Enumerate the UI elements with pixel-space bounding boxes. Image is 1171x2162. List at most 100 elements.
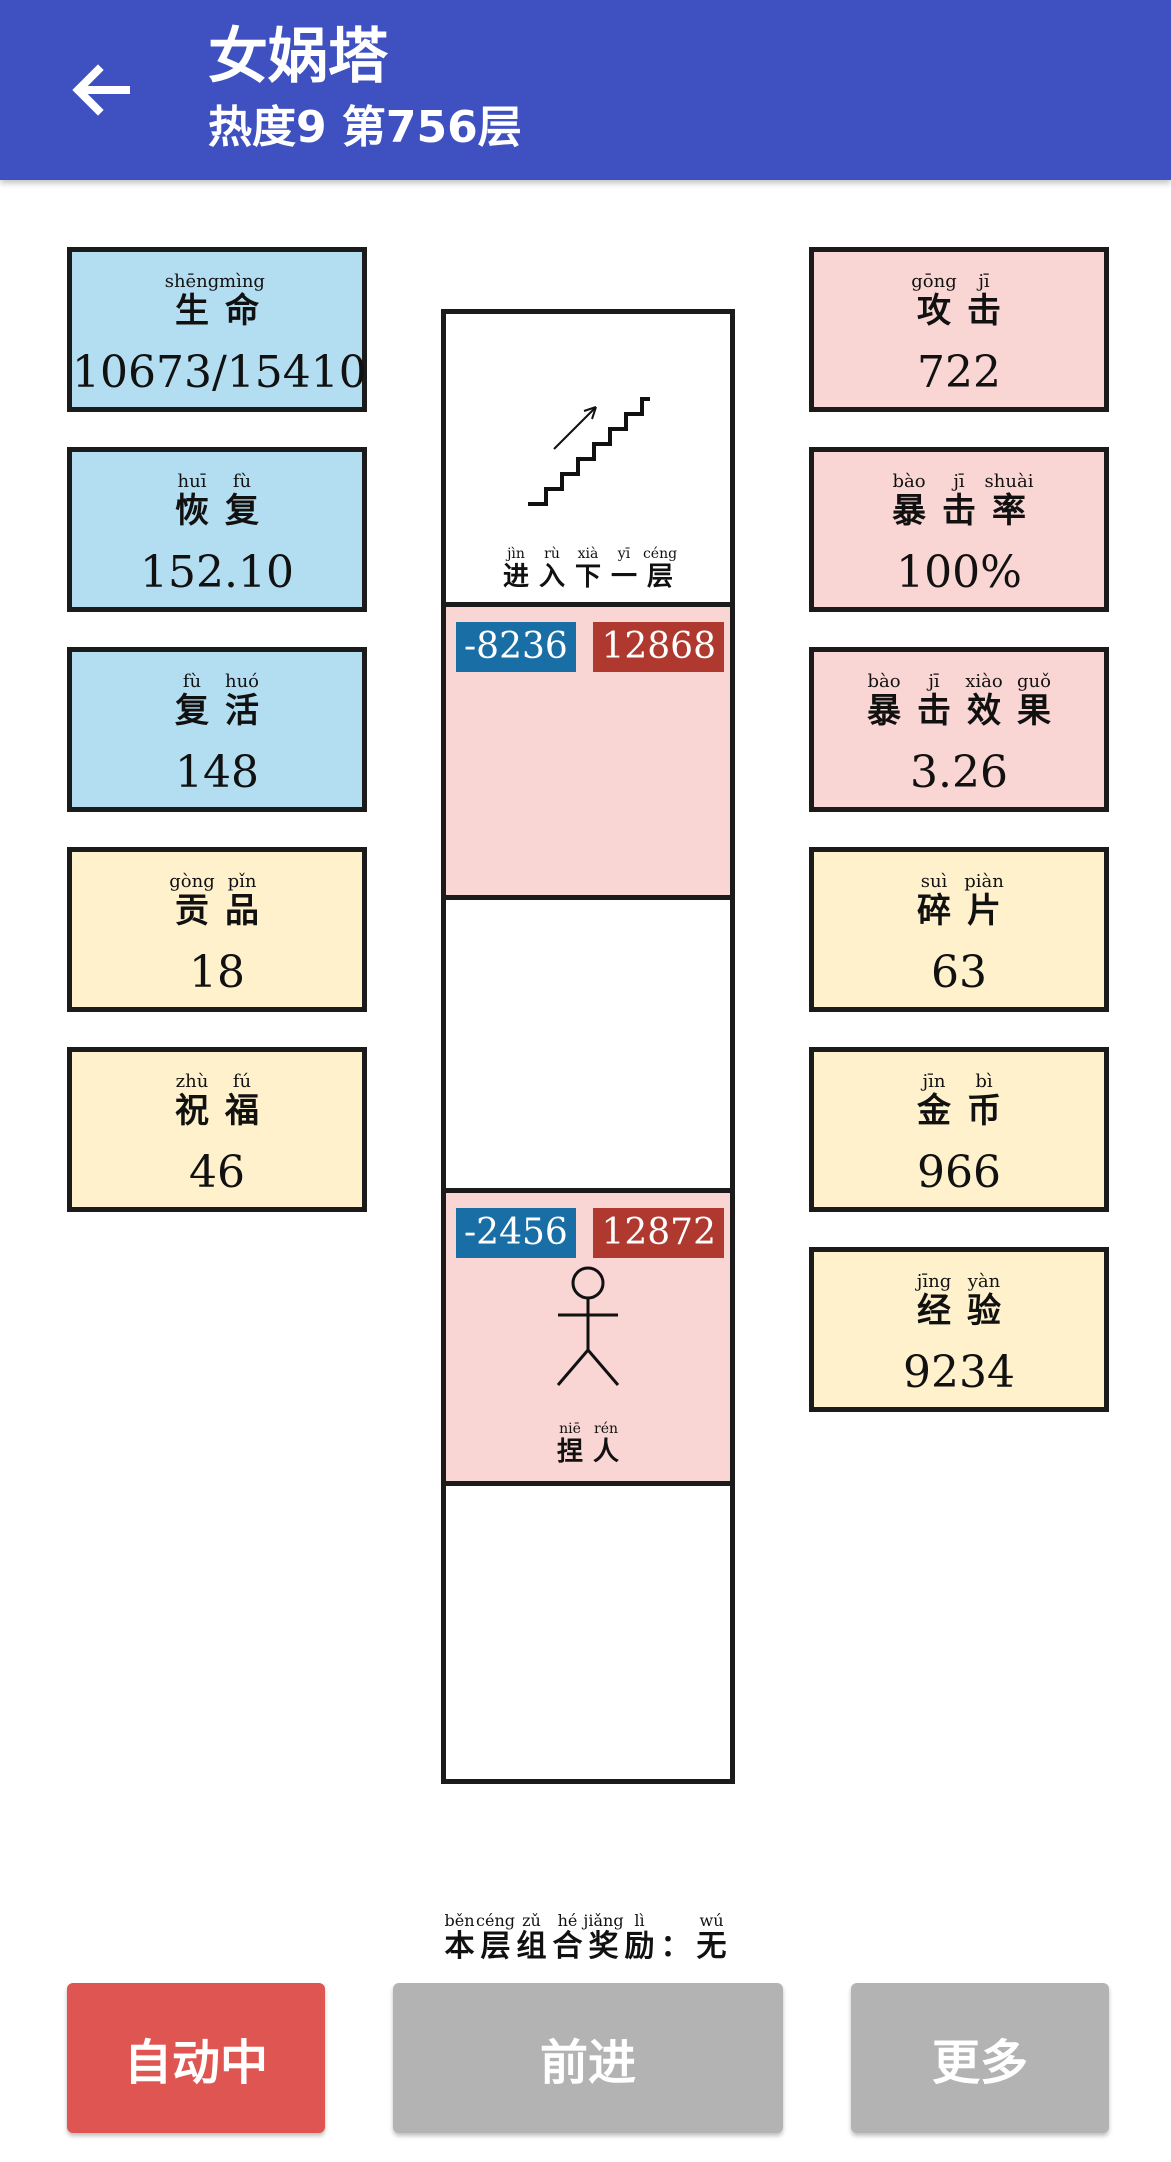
tower-cell-enemy[interactable]: -8236 12868 — [446, 607, 730, 900]
tower-cell-empty-bottom[interactable] — [446, 1486, 730, 1779]
hanzi: ： — [660, 1929, 691, 1964]
pinyin: mìng — [219, 271, 265, 292]
hanzi: 福 — [225, 1091, 259, 1131]
hanzi: 恢 — [175, 491, 209, 531]
pinyin: rén — [594, 1421, 618, 1437]
hanzi: 祝 — [175, 1091, 209, 1131]
enemy-right-badge: 12868 — [593, 622, 724, 672]
hanzi: 品 — [225, 891, 259, 931]
hanzi: 生 — [175, 291, 209, 331]
hanzi: 层 — [480, 1929, 511, 1964]
player-left-badge: -2456 — [456, 1208, 576, 1258]
pinyin: jiǎng — [583, 1911, 624, 1930]
pinyin: pǐn — [227, 871, 257, 892]
pinyin: xià — [577, 546, 599, 562]
hanzi: 下 — [574, 562, 601, 592]
forward-button[interactable]: 前进 — [393, 1983, 783, 2133]
pinyin: gōng — [911, 271, 957, 292]
hanzi: 碎 — [917, 891, 951, 931]
pinyin: zǔ — [522, 1911, 541, 1930]
pinyin: jìn — [507, 546, 525, 562]
pinyin: niē — [559, 1421, 581, 1437]
pinyin: jī — [928, 671, 940, 692]
pinyin: bào — [892, 471, 926, 492]
hanzi: 命 — [225, 291, 259, 331]
back-button[interactable] — [55, 45, 145, 135]
stat-value: 100% — [896, 547, 1022, 598]
pinyin: céng — [476, 1911, 515, 1930]
hanzi: 果 — [1017, 691, 1051, 731]
pinyin: zhù — [175, 1071, 209, 1092]
auto-button[interactable]: 自动中 — [67, 1983, 325, 2133]
stat-value: 63 — [931, 947, 987, 998]
hanzi: 层 — [646, 562, 673, 592]
pinyin: céng — [642, 546, 678, 562]
stat-value: 152.10 — [140, 547, 294, 598]
tower-cell-empty[interactable] — [446, 900, 730, 1193]
hanzi: 贡 — [175, 891, 209, 931]
pinyin: fú — [232, 1071, 252, 1092]
pinyin: jī — [978, 271, 990, 292]
pinyin: bào — [867, 671, 901, 692]
hanzi: 进 — [502, 562, 529, 592]
hanzi: 合 — [552, 1929, 583, 1964]
hanzi: 验 — [967, 1291, 1001, 1331]
stat-value: 18 — [189, 947, 245, 998]
hanzi: 效 — [967, 691, 1001, 731]
stat-value: 722 — [917, 347, 1001, 398]
player-right-badge: 12872 — [593, 1208, 724, 1258]
more-button[interactable]: 更多 — [851, 1983, 1109, 2133]
pinyin: xiào — [965, 671, 1003, 692]
stat-value: 9234 — [903, 1347, 1015, 1398]
stat-value: 148 — [175, 747, 259, 798]
arrow-left-icon — [72, 64, 130, 116]
pinyin: wú — [699, 1911, 724, 1930]
hanzi: 复 — [225, 491, 259, 531]
hanzi: 经 — [917, 1291, 951, 1331]
